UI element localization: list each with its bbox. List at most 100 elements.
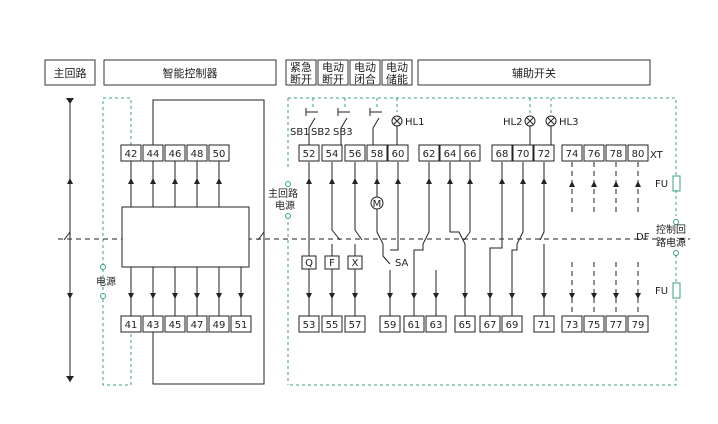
terminal-top-box [491, 144, 513, 162]
control-power-dot-top [673, 219, 679, 225]
coil-f: F [324, 255, 340, 270]
control-power-dot-bottom [673, 250, 679, 256]
terminal-top-label: 76 [588, 149, 601, 160]
controller-top-arrow [128, 178, 134, 184]
terminal-bottom-label: 69 [506, 320, 519, 331]
label-q: Q [305, 258, 313, 269]
controller-box [121, 206, 250, 268]
header-electric-store-line2: 储能 [386, 72, 408, 86]
terminal-bottom-label: 57 [349, 320, 362, 331]
header-emergency-off: 紧急 断开 [285, 59, 317, 86]
terminal-bottom-label: 59 [384, 320, 397, 331]
terminal-top-label: 44 [147, 149, 160, 160]
fuse-bottom: FU [655, 282, 681, 299]
header-electric-off-line2: 断开 [322, 72, 344, 86]
terminal-bottom-79: 79 [627, 315, 649, 333]
terminal-bottom-label: 55 [326, 320, 339, 331]
header-emergency-off-line1: 紧急 [290, 60, 312, 74]
terminal-top-72: 72 [533, 144, 555, 162]
terminal-top-label: 78 [610, 149, 623, 160]
lamp-hl2-glyph [526, 117, 534, 145]
terminal-top-box [321, 144, 343, 162]
terminal-top-label: 46 [169, 149, 182, 160]
terminal-top-label: 56 [349, 149, 362, 160]
terminal-top-44: 44 [142, 144, 164, 162]
label-fu-bottom: FU [655, 286, 668, 297]
main-circuit-arrow-top [66, 98, 74, 104]
control-components: SB1 SB2 SB3 HL1 HL2 HL3 Q F [96, 108, 686, 316]
aux-power-loops [100, 97, 679, 386]
xt-top-dashes [571, 162, 639, 215]
terminal-top-label: 70 [517, 149, 530, 160]
terminal-bottom-53: 53 [298, 315, 320, 333]
terminal-bottom-55: 55 [321, 315, 343, 333]
terminal-top-label: 68 [496, 149, 509, 160]
coil-q: Q [301, 255, 317, 270]
aux-wire-72-71 [539, 162, 545, 316]
label-m: M [373, 199, 382, 210]
lamp-hl1-glyph [393, 117, 401, 145]
terminal-bottom-box [583, 315, 605, 333]
label-df: DF [636, 232, 650, 243]
terminal-top-42: 42 [120, 144, 142, 162]
control-power-top-loop [288, 97, 677, 176]
label-sb1: SB1 [290, 127, 310, 138]
xt-bottom-arrow [569, 293, 575, 299]
controller-top-arrow [150, 178, 156, 184]
terminal-top-box [605, 144, 627, 162]
label-x: X [352, 258, 359, 269]
header-electric-close-line2: 闭合 [354, 72, 376, 86]
terminal-top-62: 62 [418, 144, 440, 162]
terminal-bottom-63: 63 [425, 315, 447, 333]
label-fu-top: FU [655, 179, 668, 190]
aux-wire-66 [463, 162, 471, 241]
terminal-bottom-41: 41 [120, 315, 142, 333]
terminal-bottom-65: 65 [454, 315, 476, 333]
label-xt: XT [650, 150, 664, 161]
terminal-bottom-label: 41 [125, 320, 138, 331]
terminal-top-box [418, 144, 440, 162]
header-electric-off-line1: 电动 [322, 61, 344, 74]
terminal-top-label: 54 [326, 149, 339, 160]
terminal-top-66: 66 [459, 144, 481, 162]
terminal-bottom-75: 75 [583, 315, 605, 333]
terminal-top-58: 58 [366, 144, 388, 162]
terminal-top-box [533, 144, 555, 162]
terminal-bottom-59: 59 [379, 315, 401, 333]
terminal-bottom-67: 67 [479, 315, 501, 333]
terminal-bottom-box [605, 315, 627, 333]
terminal-top-54: 54 [321, 144, 343, 162]
fuse-bottom-icon [672, 282, 681, 299]
main-power-dot-bottom [285, 213, 291, 219]
terminal-bottom-label: 73 [566, 320, 579, 331]
controller-outer-loop [152, 99, 265, 385]
terminal-bottom-label: 49 [213, 320, 226, 331]
terminal-top-box [459, 144, 481, 162]
lamp-hl3: HL3 [545, 115, 578, 145]
label-sb2: SB2 [311, 127, 331, 138]
header-main-circuit: 主回路 [44, 59, 96, 86]
power-dot-bottom [100, 293, 106, 299]
terminal-bottom-label: 77 [610, 320, 623, 331]
terminal-bottom-label: 45 [169, 320, 182, 331]
label-hl2: HL2 [503, 117, 522, 128]
terminal-top-80: 80 [627, 144, 649, 162]
terminal-bottom-label: 67 [484, 320, 497, 331]
terminal-top-label: 48 [191, 149, 204, 160]
label-main-power-line2: 电源 [275, 199, 295, 212]
terminal-bottom-label: 53 [303, 320, 316, 331]
controller-bottom-arrow [238, 293, 244, 299]
controller-top-arrow [216, 178, 222, 184]
terminal-top-70: 70 [512, 144, 534, 162]
main-circuit-arrow-bottom [66, 376, 74, 382]
terminal-bottom-45: 45 [164, 315, 186, 333]
header-smart-controller-text: 智能控制器 [163, 66, 218, 80]
main-circuit-mid-arrow-bottom [67, 293, 73, 299]
terminal-bottom-box [561, 315, 583, 333]
coil-wires [308, 162, 363, 316]
terminal-top-box [366, 144, 388, 162]
terminal-bottom-51: 51 [230, 315, 252, 333]
terminal-bottom-label: 71 [538, 320, 551, 331]
push-buttons [305, 108, 382, 116]
